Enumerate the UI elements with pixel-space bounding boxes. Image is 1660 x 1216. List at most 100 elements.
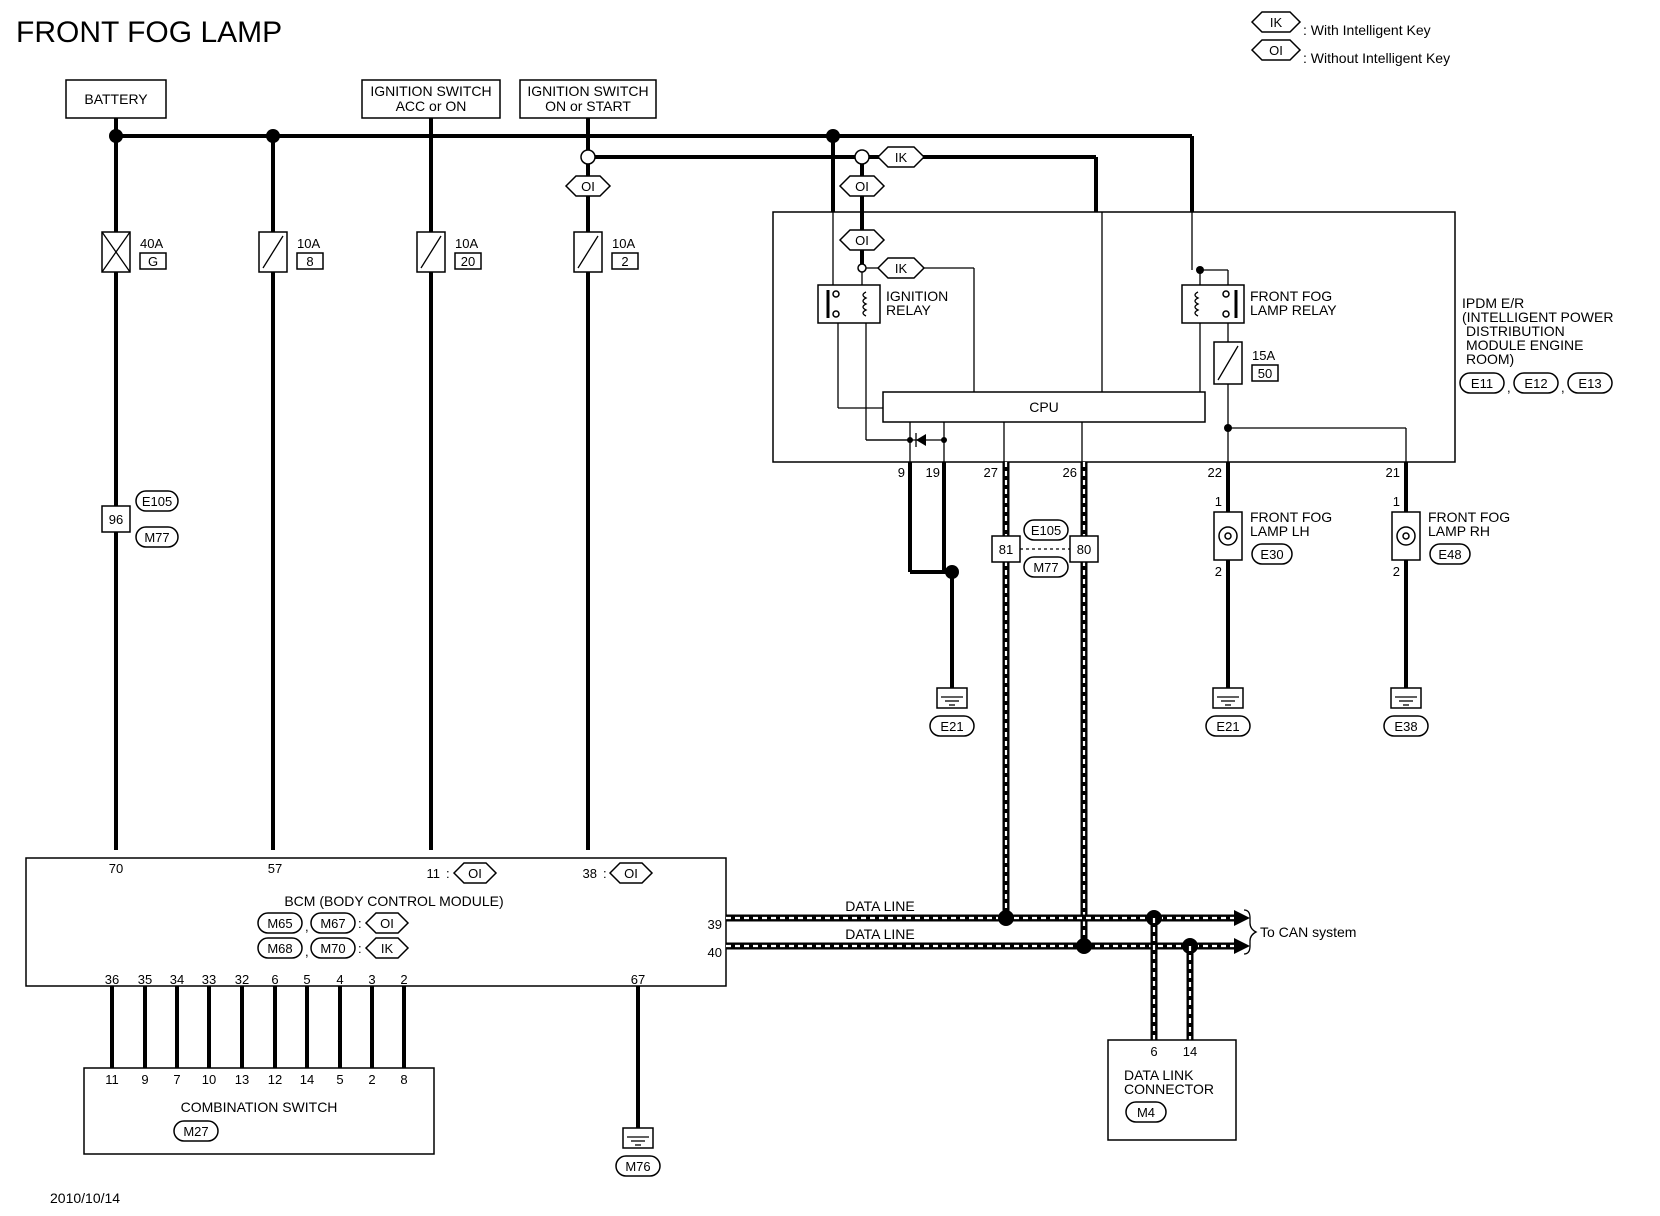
svg-text:81: 81	[999, 542, 1013, 557]
svg-text:(INTELLIGENT POWER: (INTELLIGENT POWER	[1462, 309, 1613, 325]
svg-text:36: 36	[105, 972, 119, 987]
ipdm-label: IPDM E/R (INTELLIGENT POWER DISTRIBUTION…	[1459, 295, 1613, 395]
svg-text:39: 39	[708, 917, 722, 932]
svg-text:E21: E21	[1216, 719, 1239, 734]
svg-text:2: 2	[1393, 564, 1400, 579]
svg-text:FRONT FOG: FRONT FOG	[1428, 509, 1510, 525]
feeder-lines	[114, 118, 1098, 850]
dlc-wires	[1150, 918, 1194, 1040]
svg-text:2: 2	[1215, 564, 1222, 579]
svg-text:IGNITION: IGNITION	[886, 288, 948, 304]
option-tags: OI IK OI OI IK	[564, 146, 926, 279]
svg-text:,: ,	[305, 919, 309, 934]
svg-text:40A: 40A	[140, 236, 163, 251]
data-line-label-1: DATA LINE	[845, 898, 915, 914]
svg-text:57: 57	[268, 861, 282, 876]
svg-text:15A: 15A	[1252, 348, 1275, 363]
battery-label: BATTERY	[84, 91, 148, 107]
svg-text:E12: E12	[1524, 376, 1547, 391]
svg-text:2: 2	[400, 972, 407, 987]
ipdm-ground-wire	[908, 462, 959, 688]
svg-text:M77: M77	[1033, 560, 1058, 575]
svg-text:CONNECTOR: CONNECTOR	[1124, 1081, 1214, 1097]
svg-text:M77: M77	[144, 530, 169, 545]
svg-text:FRONT FOG: FRONT FOG	[1250, 509, 1332, 525]
ignition-relay: IGNITION RELAY	[817, 284, 948, 324]
svg-text:LAMP RH: LAMP RH	[1428, 523, 1490, 539]
legend-oi-tag-shape	[1250, 39, 1302, 61]
ground-e21-a: E21	[929, 687, 975, 737]
fog-lamp-relay: FRONT FOG LAMP RELAY	[1181, 284, 1337, 342]
ign-on-label-1: IGNITION SWITCH	[527, 83, 648, 99]
diagram-title: FRONT FOG LAMP	[16, 16, 282, 49]
svg-text:,: ,	[1561, 380, 1565, 395]
svg-text:M68: M68	[267, 941, 292, 956]
svg-text::: :	[358, 916, 362, 931]
oi-tag-3: OI	[855, 233, 869, 248]
svg-text:11: 11	[105, 1072, 119, 1087]
svg-text:IK: IK	[381, 941, 394, 956]
svg-text:27: 27	[984, 465, 998, 480]
svg-text:E13: E13	[1578, 376, 1601, 391]
svg-text:80: 80	[1077, 542, 1091, 557]
svg-text:33: 33	[202, 972, 216, 987]
to-can-label: To CAN system	[1260, 924, 1356, 940]
svg-text:20: 20	[461, 254, 475, 269]
svg-text:BCM (BODY CONTROL MODULE): BCM (BODY CONTROL MODULE)	[284, 893, 503, 909]
svg-text:M70: M70	[320, 941, 345, 956]
ik-tag-1: IK	[895, 150, 908, 165]
svg-text:E11: E11	[1471, 376, 1493, 391]
oi-tag-2: OI	[855, 179, 869, 194]
svg-text:40: 40	[708, 945, 722, 960]
svg-text:50: 50	[1258, 366, 1272, 381]
joint-96: 96 E105 M77	[101, 490, 179, 548]
svg-text:E21: E21	[940, 719, 963, 734]
svg-text:ROOM): ROOM)	[1466, 351, 1514, 367]
svg-text:70: 70	[109, 861, 123, 876]
ground-m76: M76	[615, 986, 661, 1177]
svg-text:8: 8	[400, 1072, 407, 1087]
fuse-15a: 15A 50	[1213, 341, 1407, 462]
svg-text:2: 2	[368, 1072, 375, 1087]
svg-text:1: 1	[1215, 494, 1222, 509]
svg-text:3: 3	[368, 972, 375, 987]
ipdm-box	[772, 211, 1456, 463]
svg-text:E105: E105	[1031, 523, 1061, 538]
svg-text:4: 4	[336, 972, 343, 987]
svg-text:OI: OI	[624, 866, 638, 881]
svg-text:7: 7	[173, 1072, 180, 1087]
svg-text:,: ,	[1507, 380, 1511, 395]
svg-text:10A: 10A	[297, 236, 320, 251]
joint-connector: 81 80 E105 M77	[991, 519, 1099, 578]
svg-text:G: G	[148, 254, 158, 269]
svg-text:2: 2	[621, 254, 628, 269]
fog-lamp-rh: 1 FRONT FOG LAMP RH E48 2	[1391, 462, 1510, 688]
svg-text:E38: E38	[1394, 719, 1417, 734]
svg-text:5: 5	[303, 972, 310, 987]
combination-switch-box	[83, 1067, 435, 1155]
battery-box	[65, 79, 167, 119]
ipdm-pins: 9 19 27 26 22 21	[898, 465, 1400, 480]
oi-tag-1: OI	[581, 179, 595, 194]
svg-text:E105: E105	[142, 494, 172, 509]
ign-acc-label-1: IGNITION SWITCH	[370, 83, 491, 99]
legend-ik-tag: IK	[1270, 15, 1283, 30]
fuse-10a-8: 10A 8	[258, 231, 324, 273]
fog-lamp-lh: 1 FRONT FOG LAMP LH E30 2	[1213, 462, 1332, 688]
cpu-label: CPU	[1029, 399, 1059, 415]
svg-text:11: 11	[427, 866, 441, 881]
svg-text:6: 6	[271, 972, 278, 987]
diagram-date: 2010/10/14	[50, 1190, 120, 1206]
svg-text:M67: M67	[320, 916, 345, 931]
fuse-10a-2: 10A 2	[573, 231, 639, 273]
svg-text:6: 6	[1150, 1044, 1157, 1059]
ground-e38: E38	[1383, 687, 1429, 737]
ipdm-internal	[832, 212, 1229, 441]
svg-text:E30: E30	[1260, 547, 1283, 562]
data-link-connector-box	[1107, 1039, 1237, 1141]
legend-ik-tag-shape	[1250, 11, 1302, 33]
svg-text:35: 35	[138, 972, 152, 987]
svg-text:32: 32	[235, 972, 249, 987]
legend-ik-text: : With Intelligent Key	[1303, 22, 1431, 38]
